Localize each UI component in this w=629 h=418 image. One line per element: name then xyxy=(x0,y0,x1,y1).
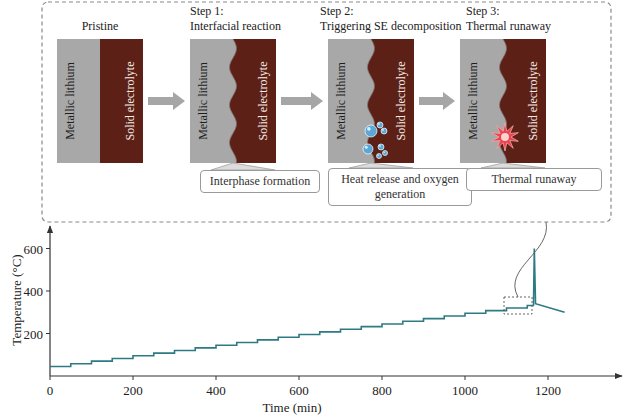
x-tick xyxy=(299,376,300,380)
electrolyte-label: Solid electrolyte xyxy=(526,62,540,141)
bubble-highlight xyxy=(365,146,368,149)
y-axis-title: Temperature (°C) xyxy=(9,254,24,345)
tick-label: 800 xyxy=(372,383,392,398)
y-tick xyxy=(46,248,50,249)
process-arrow xyxy=(281,92,323,110)
burst-core xyxy=(501,133,509,141)
callout-text: Interphase formation xyxy=(206,174,314,189)
bubble-highlight xyxy=(367,127,371,131)
stage-heading: Step 1:Interfacial reaction xyxy=(190,4,281,34)
stage-box: Step 3:Thermal runawayMetallic lithiumSo… xyxy=(460,39,546,163)
temperature-curve xyxy=(50,249,565,367)
oxygen-bubble xyxy=(365,125,377,137)
x-tick xyxy=(50,376,51,380)
tick-label: 200 xyxy=(24,326,44,341)
lithium-layer: Metallic lithium xyxy=(57,39,100,163)
electrolyte-label: Solid electrolyte xyxy=(123,62,137,141)
x-tick xyxy=(465,376,466,380)
lithium-label: Metallic lithium xyxy=(63,62,77,140)
x-axis-title: Time (min) xyxy=(262,400,321,415)
tick-label: 1200 xyxy=(535,383,561,398)
stage-heading: Step 2:Triggering SE decomposition xyxy=(320,4,462,34)
electrolyte-label: Solid electrolyte xyxy=(394,62,408,141)
stage-title: Step 3: xyxy=(466,4,551,19)
bubble-highlight xyxy=(378,123,380,125)
stage-box: Step 2:Triggering SE decompositionMetall… xyxy=(328,39,414,163)
lithium-edge xyxy=(226,39,236,163)
bubble-highlight xyxy=(379,145,381,147)
bubble-highlight xyxy=(383,151,385,153)
oxygen-bubble xyxy=(378,144,384,150)
x-tick xyxy=(382,376,383,380)
bubble-highlight xyxy=(382,129,384,131)
interphase-line xyxy=(230,39,237,163)
stage-title: Triggering SE decomposition xyxy=(320,19,462,34)
callout-text: Thermal runaway xyxy=(472,172,596,187)
lithium-label: Metallic lithium xyxy=(196,62,210,140)
tick-label: 0 xyxy=(47,383,54,398)
bubble-highlight xyxy=(377,154,379,156)
lithium-edge xyxy=(364,39,374,163)
x-tick xyxy=(133,376,134,380)
zoom-box xyxy=(504,297,532,314)
stage-title: Step 1: xyxy=(190,4,281,19)
callout-wedge xyxy=(211,163,275,170)
x-tick xyxy=(216,376,217,380)
tick-label: 1000 xyxy=(452,383,478,398)
electrolyte-layer: Solid electrolyte xyxy=(100,39,143,163)
process-arrow xyxy=(148,92,185,110)
zoom-leader xyxy=(515,222,547,297)
oxygen-bubble xyxy=(377,154,382,159)
tick-label: 200 xyxy=(123,383,143,398)
oxygen-bubble xyxy=(363,144,373,154)
tick-label: 400 xyxy=(24,284,44,299)
tick-label: 600 xyxy=(24,241,44,256)
y-tick xyxy=(46,291,50,292)
x-tick xyxy=(548,376,549,380)
stage-title: Thermal runaway xyxy=(466,19,551,34)
oxygen-bubble xyxy=(377,122,383,128)
electrolyte-label: Solid electrolyte xyxy=(256,62,270,141)
lithium-label: Metallic lithium xyxy=(334,62,348,140)
tick-label: 400 xyxy=(206,383,226,398)
stage-heading: Step 3:Thermal runaway xyxy=(466,4,551,34)
process-arrow xyxy=(419,92,455,110)
dashed-panel xyxy=(42,2,611,222)
callout-box: Thermal runaway xyxy=(466,168,602,191)
stage-heading: Pristine xyxy=(57,19,143,34)
stage-box: PristineMetallic lithiumSolid electrolyt… xyxy=(57,39,143,163)
y-tick xyxy=(46,333,50,334)
oxygen-bubble xyxy=(383,151,388,156)
stage-title: Step 2: xyxy=(320,4,462,19)
stage-title: Interfacial reaction xyxy=(190,19,281,34)
stage-title: Pristine xyxy=(57,19,143,34)
callout-box: Interphase formation xyxy=(200,170,320,193)
callout-box: Heat release and oxygen generation xyxy=(328,168,472,206)
lithium-label: Metallic lithium xyxy=(466,62,480,140)
stage-box: Step 1:Interfacial reactionMetallic lith… xyxy=(190,39,276,163)
oxygen-bubble xyxy=(381,128,387,134)
tick-label: 600 xyxy=(289,383,309,398)
x-axis xyxy=(50,375,622,376)
runaway-burst xyxy=(492,123,519,151)
callout-text: Heat release and oxygen generation xyxy=(334,172,466,202)
